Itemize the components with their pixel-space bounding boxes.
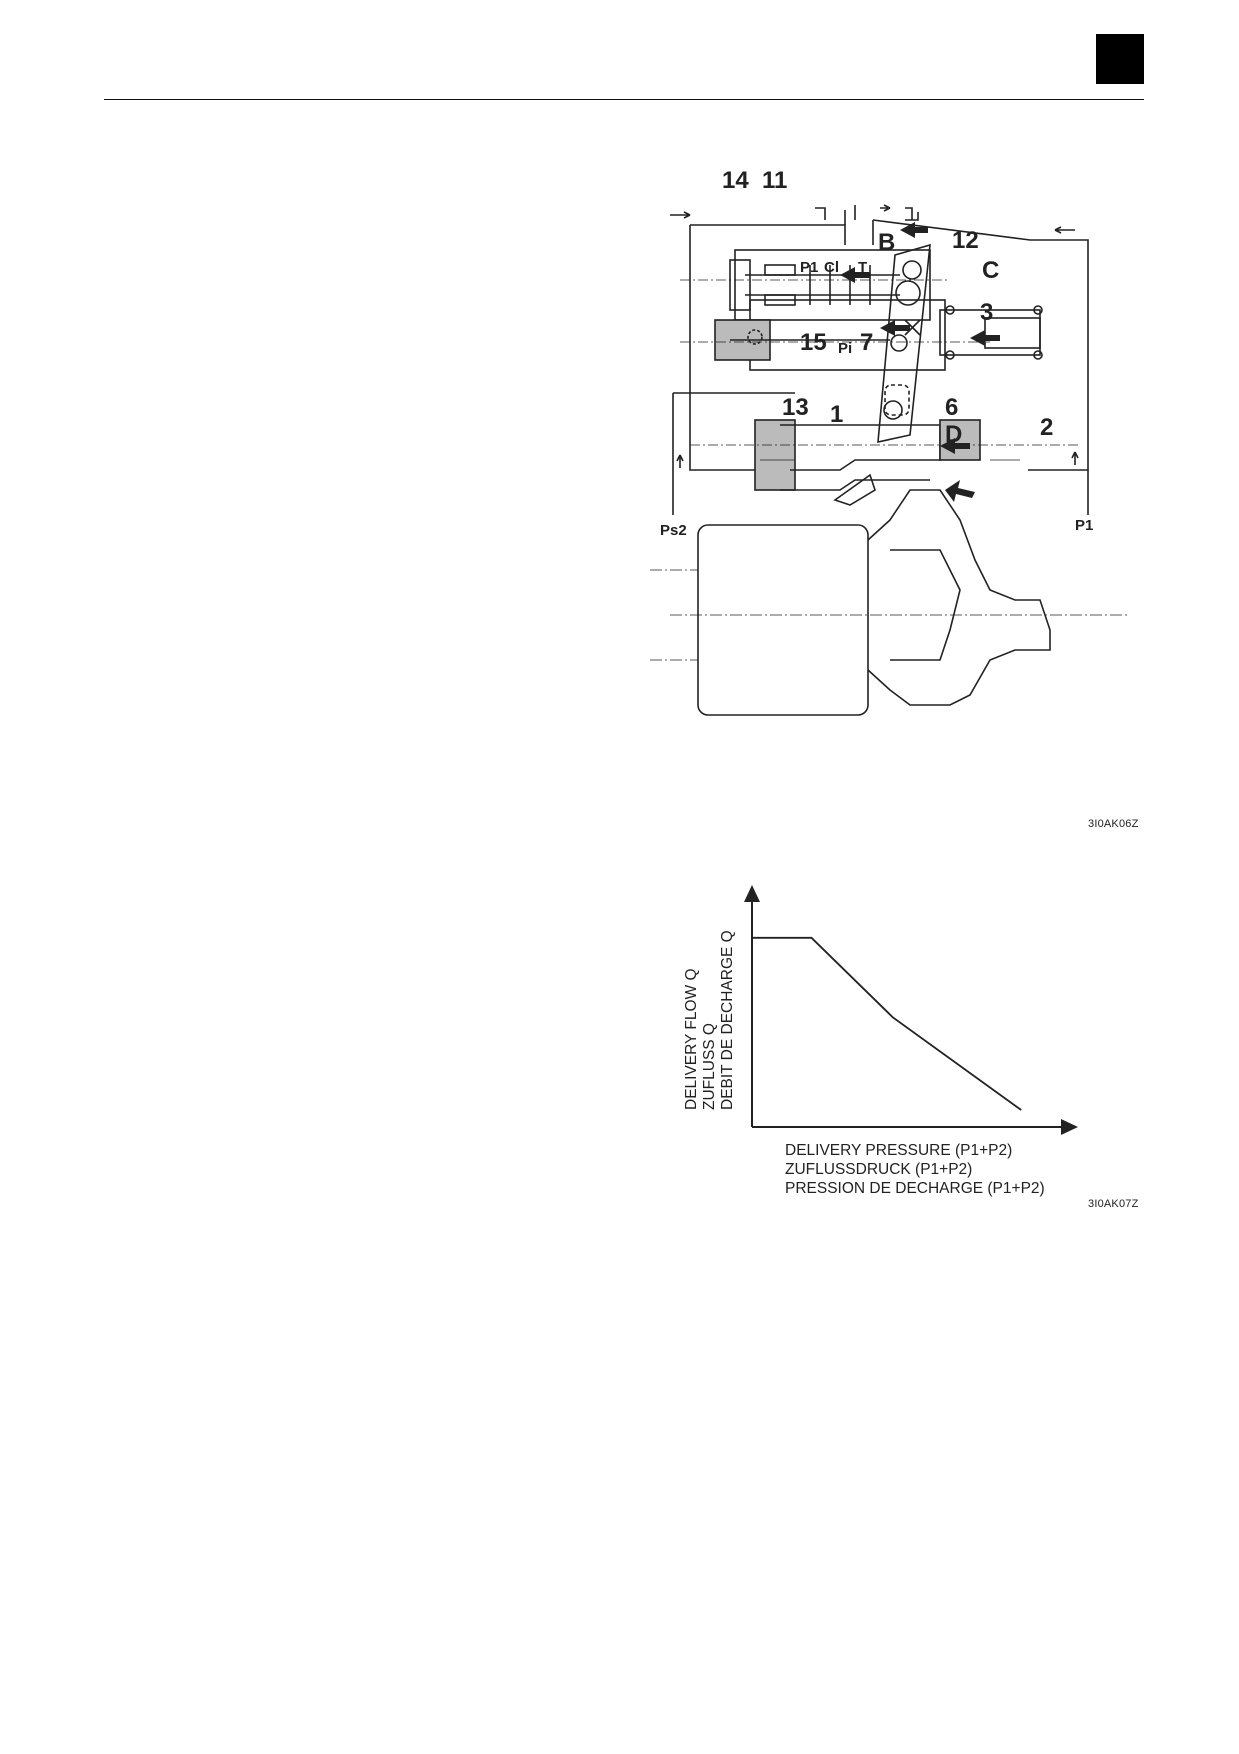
section-marker-box xyxy=(1096,34,1144,84)
regulator-diagram-svg: 14 11 12 B C 3 15 7 1 6 13 D 2 P1 Cl T P… xyxy=(650,167,1130,716)
pq-chart-svg xyxy=(744,885,1078,1135)
label-ps2: Ps2 xyxy=(660,522,687,539)
label-6: 6 xyxy=(945,394,958,421)
label-port-cl: Cl xyxy=(824,259,839,276)
y-axis-arrow xyxy=(744,885,760,902)
y-label-en: DELIVERY FLOW Q xyxy=(683,968,700,1110)
x-label-fr: PRESSION DE DECHARGE (P1+P2) xyxy=(785,1180,1045,1197)
label-p1: P1 xyxy=(1075,517,1093,534)
label-3: 3 xyxy=(980,299,993,326)
label-d: D xyxy=(945,421,962,448)
label-7: 7 xyxy=(860,329,873,356)
label-14: 14 xyxy=(722,167,749,194)
label-1: 1 xyxy=(830,401,843,428)
pq-chart xyxy=(680,880,1100,1190)
x-axis-arrow xyxy=(1061,1119,1078,1135)
label-b: B xyxy=(878,229,895,256)
y-label-fr: DEBIT DE DECHARGE Q xyxy=(719,930,736,1110)
header-rule xyxy=(104,99,1144,100)
x-label-de: ZUFLUSSDRUCK (P1+P2) xyxy=(785,1161,973,1178)
label-port-pi: Pi xyxy=(838,340,852,357)
regulator-diagram: 14 11 12 B C 3 15 7 1 6 13 D 2 P1 Cl T P… xyxy=(650,160,1150,780)
x-label-en: DELIVERY PRESSURE (P1+P2) xyxy=(785,1142,1013,1159)
label-11: 11 xyxy=(762,167,787,194)
figure-code-1: 3I0AK06Z xyxy=(1088,818,1139,830)
label-port-p1: P1 xyxy=(800,259,818,276)
y-label-de: ZUFLUSS Q xyxy=(701,1023,718,1110)
series-line xyxy=(752,936,1022,1111)
label-c: C xyxy=(982,257,999,284)
label-2: 2 xyxy=(1040,414,1053,441)
figure-code-2: 3I0AK07Z xyxy=(1088,1198,1139,1210)
label-12: 12 xyxy=(952,227,979,254)
label-13: 13 xyxy=(782,394,809,421)
label-15: 15 xyxy=(800,329,827,356)
label-port-t: T xyxy=(858,259,867,276)
y-axis-label: DELIVERY FLOW Q ZUFLUSS Q DEBIT DE DECHA… xyxy=(683,905,763,1135)
